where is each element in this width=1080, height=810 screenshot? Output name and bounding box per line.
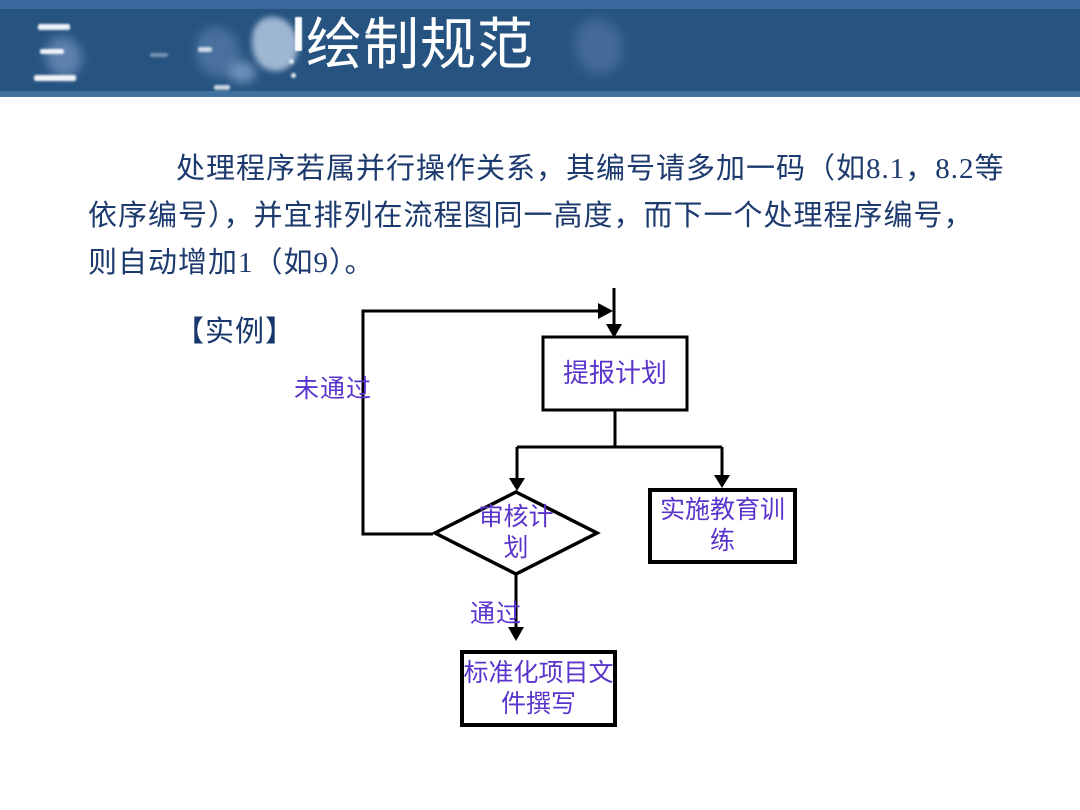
process-box-standardization-doc bbox=[460, 650, 617, 727]
arrowhead-down-icon bbox=[714, 475, 730, 488]
node-label-standardization-doc: 标准化项目文 件撰写 bbox=[463, 659, 614, 718]
body-paragraph: 处理程序若属并行操作关系，其编号请多加一码（如8.1，8.2等 依序编号），并宜… bbox=[88, 146, 1005, 287]
arrowhead-down-icon bbox=[606, 324, 622, 338]
process-box-plan-submission bbox=[541, 335, 689, 412]
flow-line-feedback-loop bbox=[361, 309, 599, 536]
node-label-plan-review: 审核计 划 bbox=[478, 504, 554, 562]
paragraph-line: 则自动增加1（如9）。 bbox=[88, 247, 375, 279]
paragraph-line: 依序编号），并宜排列在流程图同一高度，而下一个处理程序编号， bbox=[88, 200, 974, 232]
example-label: 【实例】 bbox=[175, 316, 296, 348]
edge-label-not-passed: 未通过 bbox=[294, 376, 373, 403]
arrowhead-down-icon bbox=[509, 478, 525, 491]
page-title: 绘制规范 bbox=[306, 15, 534, 77]
paragraph-line: 处理程序若属并行操作关系，其编号请多加一码（如8.1，8.2等 bbox=[176, 153, 1005, 185]
node-label-plan-submission: 提报计划 bbox=[562, 358, 667, 388]
process-box-education-training bbox=[648, 488, 797, 564]
node-label-education-training: 实施教育训 练 bbox=[659, 497, 785, 555]
arrowhead-down-icon bbox=[508, 627, 524, 641]
arrowhead-right-icon bbox=[598, 303, 613, 319]
edge-label-passed: 通过 bbox=[470, 601, 523, 628]
